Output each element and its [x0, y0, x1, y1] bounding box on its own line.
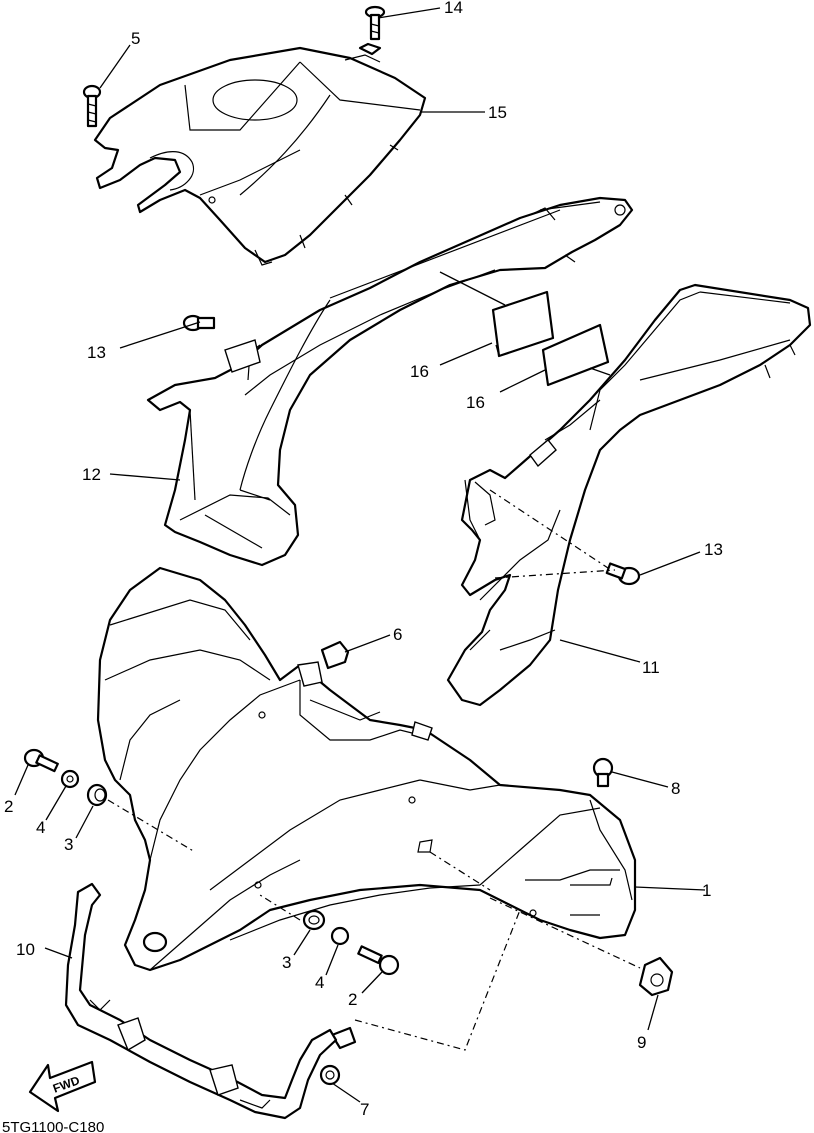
clip-6: [320, 640, 350, 670]
callout-3-center: 3: [282, 953, 291, 972]
part-12-left-side-cover: [146, 196, 634, 567]
pad-16-lower: [541, 323, 610, 387]
grommet-3-center: [302, 909, 326, 931]
callout-2-left: 2: [4, 797, 13, 816]
bolt-2-left: [23, 748, 59, 773]
bolt-13-right: [605, 562, 641, 586]
callout-13-right: 13: [704, 540, 723, 559]
collar-4-center: [330, 926, 350, 946]
callout-12: 12: [82, 465, 101, 484]
callout-16-upper: 16: [410, 362, 429, 381]
nut-7: [319, 1026, 357, 1086]
callout-4-left: 4: [36, 818, 45, 837]
callout-14: 14: [444, 0, 463, 17]
alignment-lines: [107, 489, 641, 1051]
callout-2-center: 2: [348, 990, 357, 1009]
callout-11: 11: [642, 658, 660, 677]
bolt-2-center: [357, 945, 400, 976]
callout-9: 9: [637, 1033, 646, 1052]
screw-14: [358, 5, 386, 56]
leader-lines: [14, 7, 706, 1103]
part-10-bracket: [64, 882, 338, 1120]
collar-4-left: [60, 769, 80, 789]
callout-6: 6: [393, 625, 402, 644]
callout-7: 7: [360, 1100, 369, 1119]
diagram-code: 5TG1100-C180: [2, 1119, 104, 1133]
callout-3-left: 3: [64, 835, 73, 854]
callout-13-left: 13: [87, 343, 106, 362]
callout-4-center: 4: [315, 973, 324, 992]
callout-5: 5: [131, 29, 140, 48]
callout-10: 10: [16, 940, 35, 959]
part-11-right-side-cover: [446, 283, 812, 707]
callout-15: 15: [488, 103, 507, 122]
rivet-8: [592, 757, 614, 788]
fwd-arrow-icon: FWD: [28, 1060, 97, 1113]
callout-16-lower: 16: [466, 393, 485, 412]
part-15-tank-cover: [93, 46, 427, 266]
callouts: 1 2 2 3 3 4 4 5 6 7 8 9 10 11 12 13 13 1…: [4, 0, 723, 1119]
callout-1: 1: [702, 881, 711, 900]
clamp-9: [638, 956, 674, 997]
bolt-5: [82, 84, 102, 128]
part-1-front-fender: [96, 566, 637, 972]
grommet-3-left: [86, 783, 108, 807]
callout-8: 8: [671, 779, 680, 798]
pad-16-upper: [491, 290, 555, 358]
